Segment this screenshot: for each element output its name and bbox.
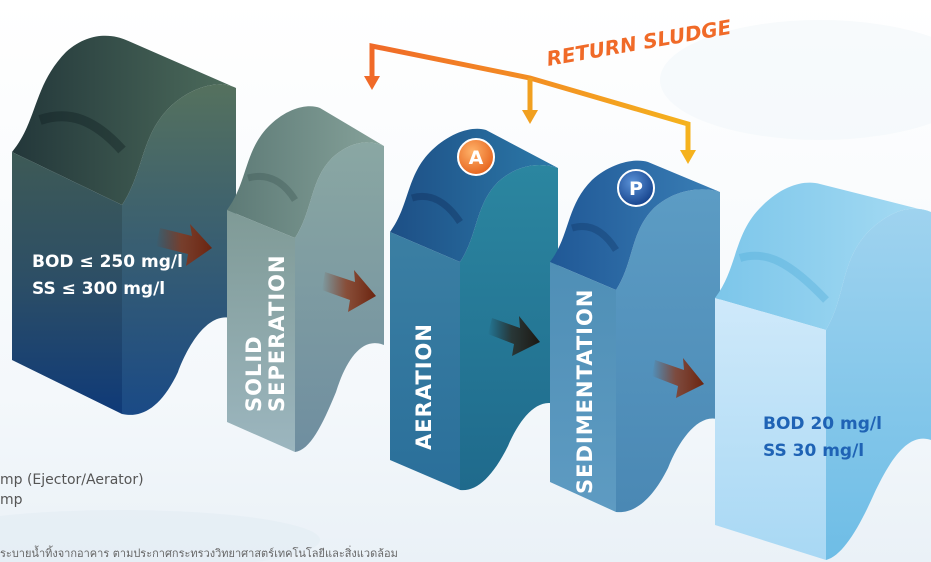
- effluent-block-side: [826, 208, 931, 560]
- pump-note-line-1: mp (Ejector/Aerator): [0, 472, 144, 488]
- influent-ss: SS ≤ 300 mg/l: [32, 279, 165, 299]
- return-sludge-arrows: [364, 42, 696, 164]
- stage-label-seperation: SEPERATION: [265, 254, 289, 412]
- stage-label-aeration: AERATION: [412, 323, 436, 450]
- flow-arrow-4: [652, 358, 704, 398]
- pump-note-line-2: mp: [0, 492, 23, 508]
- badge-p: P: [617, 169, 655, 207]
- stage-label-solid: SOLID: [242, 335, 266, 412]
- effluent-ss: SS 30 mg/l: [763, 441, 864, 461]
- sedimentation-block: [550, 160, 720, 513]
- sedimentation-block-side: [616, 189, 720, 513]
- return-arrowhead-middle: [522, 110, 538, 124]
- return-arrowhead-right: [680, 150, 696, 164]
- sedimentation-block-top: [550, 160, 720, 290]
- sedimentation-block-front: [550, 262, 616, 512]
- effluent-block: [715, 182, 931, 560]
- aeration-block-front: [390, 232, 460, 490]
- solid-separation-block: [227, 106, 384, 452]
- flow-arrow-3: [488, 316, 540, 356]
- aeration-block-top: [390, 128, 558, 262]
- influent-block-top: [12, 35, 236, 205]
- effluent-block-front: [715, 298, 826, 560]
- flow-arrow-1: [156, 224, 212, 266]
- effluent-bod: BOD 20 mg/l: [763, 414, 882, 434]
- svg-text:A: A: [469, 147, 484, 169]
- background-clouds: [0, 20, 931, 562]
- influent-block-front: [12, 152, 122, 414]
- influent-bod: BOD ≤ 250 mg/l: [32, 252, 183, 272]
- badge-a: A: [457, 138, 495, 176]
- svg-text:P: P: [629, 178, 643, 200]
- stage-label-sedimentation: SEDIMENTATION: [573, 289, 597, 494]
- pump-note: mp (Ejector/Aerator) mp: [0, 470, 144, 510]
- aeration-block: [390, 128, 558, 491]
- solid-separation-block-front: [227, 210, 295, 452]
- solid-separation-block-side: [295, 142, 384, 452]
- influent-block: [12, 35, 236, 415]
- flow-arrow-2: [322, 270, 376, 312]
- effluent-block-top: [715, 182, 931, 330]
- regulation-footnote: ระบายน้ำทิ้งจากอาคาร ตามประกาศกระทรวงวิท…: [0, 547, 398, 560]
- return-arrowhead-left: [364, 76, 380, 90]
- solid-separation-block-top: [227, 106, 384, 238]
